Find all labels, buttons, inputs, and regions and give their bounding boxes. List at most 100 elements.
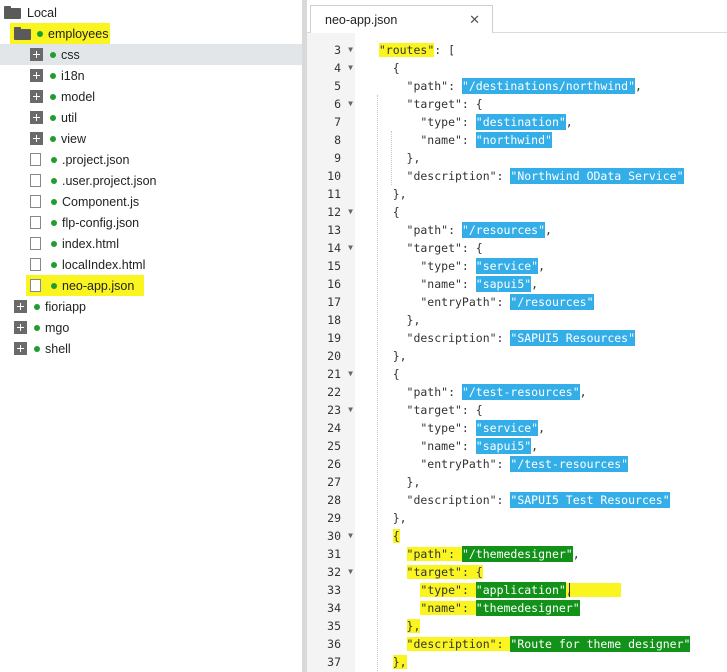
line-number-text: 15	[327, 259, 341, 273]
code-token: "description":	[365, 331, 511, 345]
fold-arrow-icon[interactable]: ▼	[348, 243, 353, 252]
code-text-area[interactable]: "routes": [ { "path": "/destinations/nor…	[355, 33, 727, 672]
code-line[interactable]: {	[365, 365, 400, 383]
expand-plus-icon[interactable]	[30, 132, 43, 145]
code-line[interactable]: "path": "/test-resources",	[365, 383, 587, 401]
code-line[interactable]: "name": "sapui5",	[365, 437, 538, 455]
code-line[interactable]: },	[365, 617, 421, 635]
code-line[interactable]: "description": "Northwind OData Service"	[365, 167, 684, 185]
code-line[interactable]: "description": "SAPUI5 Test Resources"	[365, 491, 670, 509]
code-line[interactable]: },	[365, 185, 407, 203]
close-tab-icon[interactable]: ✕	[469, 11, 480, 27]
code-line[interactable]: },	[365, 509, 407, 527]
tree-item-project-json[interactable]: .project.json	[0, 149, 302, 170]
code-line[interactable]: "target": {	[365, 401, 483, 419]
fold-arrow-icon[interactable]: ▼	[348, 63, 353, 72]
code-token: {	[365, 205, 400, 219]
tree-item-employees[interactable]: employees	[0, 23, 302, 44]
code-line[interactable]: {	[365, 59, 400, 77]
code-token: {	[365, 367, 400, 381]
tree-item-util[interactable]: util	[0, 107, 302, 128]
editor-tab-label: neo-app.json	[325, 12, 398, 27]
code-line[interactable]: "type": "service",	[365, 257, 545, 275]
line-number-text: 7	[334, 115, 341, 129]
code-line[interactable]: "entryPath": "/test-resources"	[365, 455, 629, 473]
expand-plus-icon[interactable]	[14, 321, 27, 334]
tree-item-view[interactable]: view	[0, 128, 302, 149]
expand-plus-icon[interactable]	[30, 111, 43, 124]
tree-item-model[interactable]: model	[0, 86, 302, 107]
pane-splitter[interactable]	[302, 0, 307, 672]
code-line[interactable]: "path": "/themedesigner",	[365, 545, 580, 563]
tree-item-shell[interactable]: shell	[0, 338, 302, 359]
expand-plus-icon[interactable]	[30, 90, 43, 103]
tree-item-component-js[interactable]: Component.js	[0, 191, 302, 212]
highlighted-key: "name"	[420, 601, 462, 615]
tree-item-fioriapp[interactable]: fioriapp	[0, 296, 302, 317]
editor-tab-neo-app-json[interactable]: neo-app.json ✕	[310, 5, 493, 33]
highlighted-key: "routes"	[378, 43, 435, 57]
code-line[interactable]: "target": {	[365, 239, 483, 257]
code-line[interactable]: {	[365, 203, 400, 221]
tree-item-label: shell	[45, 341, 71, 356]
expand-plus-icon[interactable]	[14, 342, 27, 355]
tree-item-mgo[interactable]: mgo	[0, 317, 302, 338]
line-number-text: 11	[327, 187, 341, 201]
code-line[interactable]: "target": {	[365, 95, 483, 113]
line-number-text: 34	[327, 601, 341, 615]
expand-plus-icon[interactable]	[30, 69, 43, 82]
code-line[interactable]: "name": "northwind"	[365, 131, 552, 149]
tree-item-index-html[interactable]: index.html	[0, 233, 302, 254]
code-line[interactable]: },	[365, 149, 421, 167]
line-number-text: 33	[327, 583, 341, 597]
code-line[interactable]: },	[365, 311, 421, 329]
tree-highlight	[26, 275, 144, 296]
code-line[interactable]: "path": "/destinations/northwind",	[365, 77, 642, 95]
code-token: "entryPath":	[365, 295, 511, 309]
code-line[interactable]: "description": "SAPUI5 Resources"	[365, 329, 636, 347]
highlighted-key: :	[461, 583, 476, 597]
tree-item-user-project-json[interactable]: .user.project.json	[0, 170, 302, 191]
fold-arrow-icon[interactable]: ▼	[348, 531, 353, 540]
code-token	[365, 655, 393, 669]
tree-item-localindex-html[interactable]: localIndex.html	[0, 254, 302, 275]
status-dot	[51, 240, 57, 247]
code-line[interactable]: "entryPath": "/resources"	[365, 293, 594, 311]
fold-arrow-icon[interactable]: ▼	[348, 567, 353, 576]
code-token	[365, 43, 379, 57]
code-line[interactable]: },	[365, 473, 421, 491]
fold-arrow-icon[interactable]: ▼	[348, 207, 353, 216]
indent-guide	[391, 131, 392, 185]
file-icon	[30, 258, 41, 271]
fold-arrow-icon[interactable]: ▼	[348, 45, 353, 54]
line-number-text: 29	[327, 511, 341, 525]
code-line[interactable]: "type": "application",	[365, 581, 622, 599]
tree-item-css[interactable]: css	[0, 44, 302, 65]
line-number: 19	[307, 329, 355, 347]
expand-plus-icon[interactable]	[30, 48, 43, 61]
fold-arrow-icon[interactable]: ▼	[348, 369, 353, 378]
code-line[interactable]: "name": "sapui5",	[365, 275, 538, 293]
code-line[interactable]: "description": "Route for theme designer…	[365, 635, 691, 653]
tree-item-flp-config-json[interactable]: flp-config.json	[0, 212, 302, 233]
code-line[interactable]: "name": "themedesigner"	[365, 599, 580, 617]
code-line[interactable]: },	[365, 653, 407, 671]
tree-item-i18n[interactable]: i18n	[0, 65, 302, 86]
expand-plus-icon[interactable]	[14, 300, 27, 313]
code-line[interactable]: "routes": [	[365, 41, 455, 59]
fold-arrow-icon[interactable]: ▼	[348, 405, 353, 414]
code-token: },	[365, 313, 421, 327]
tree-item-local[interactable]: Local	[0, 2, 302, 23]
status-dot	[51, 177, 57, 184]
code-line[interactable]: "target": {	[365, 563, 483, 581]
code-line[interactable]: {	[365, 527, 400, 545]
code-line[interactable]: },	[365, 347, 407, 365]
code-line[interactable]: "type": "service",	[365, 419, 545, 437]
code-line[interactable]: "path": "/resources",	[365, 221, 552, 239]
highlighted-key: {	[392, 529, 400, 543]
line-number: 23▼	[307, 401, 355, 419]
tree-item-neo-app-json[interactable]: neo-app.json	[0, 275, 302, 296]
fold-arrow-icon[interactable]: ▼	[348, 99, 353, 108]
code-line[interactable]: "type": "destination",	[365, 113, 573, 131]
